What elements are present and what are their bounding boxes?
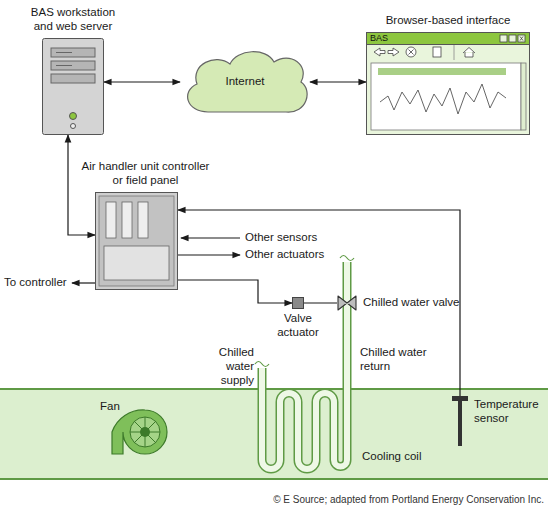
fan-symbol-part xyxy=(130,417,160,447)
part-label: Fan xyxy=(100,400,120,414)
node-text: BAS xyxy=(370,33,388,44)
browser-window-shape-part xyxy=(367,33,530,45)
air-duct-part xyxy=(0,388,548,390)
connector-line xyxy=(104,81,180,82)
computer-tower-shape-part xyxy=(70,113,77,120)
computer-tower-shape xyxy=(42,38,104,135)
browser-window-shape-part xyxy=(463,48,475,58)
pipe-label: Chilled water return xyxy=(360,346,432,374)
node-text: BAS workstation and web server xyxy=(23,6,123,34)
chilled-water-valve-shape-part xyxy=(338,296,356,310)
cooling-coil xyxy=(255,256,354,470)
air-duct-part xyxy=(0,478,548,480)
computer-tower-shape-part xyxy=(51,61,95,70)
computer-tower-shape-part xyxy=(51,74,95,83)
computer-tower-shape-part xyxy=(71,124,76,129)
connector-line xyxy=(310,81,366,82)
internet-cloud: Internet xyxy=(180,46,310,118)
chilled-water-valve-shape xyxy=(337,295,357,311)
browser-window-shape-part xyxy=(518,35,525,42)
browser-window-shape-part xyxy=(409,50,414,55)
browser-window-shape-part xyxy=(521,63,526,130)
signal-arrows-part xyxy=(72,282,95,283)
node-text: Temperature sensor xyxy=(474,398,548,426)
controller-panel: Air handler unit controller or field pan… xyxy=(95,192,178,290)
computer-tower-shape-part xyxy=(43,39,104,135)
connector-line xyxy=(304,302,337,303)
controller-panel-shape-part xyxy=(106,202,116,238)
browser-window-shape-part xyxy=(433,47,441,57)
computer-tower: BAS workstation and web server xyxy=(42,38,104,135)
browser-window-shape-part xyxy=(371,63,521,130)
node-text: Air handler unit controller or field pan… xyxy=(78,160,213,188)
signal-label: Other actuators xyxy=(245,248,324,262)
internet-cloud-shape-part xyxy=(188,52,307,112)
controller-panel-shape-part xyxy=(99,196,174,286)
temperature-sensor-shape-part xyxy=(452,396,468,401)
node-text: Browser-based interface xyxy=(373,14,523,28)
browser-window-shape-part xyxy=(520,37,523,41)
fan-symbol xyxy=(112,410,167,454)
signal-arrows-part xyxy=(181,237,240,238)
node-text: Chilled water valve xyxy=(363,296,460,310)
cooling-coil-part xyxy=(262,262,347,469)
browser-window-shape xyxy=(366,32,530,135)
connector-line xyxy=(68,135,95,235)
browser-window-shape-part xyxy=(406,47,416,57)
browser-window-shape-part xyxy=(374,48,385,56)
fan-symbol-part xyxy=(112,410,167,454)
computer-tower-shape-part xyxy=(51,48,95,57)
controller-panel-shape-part xyxy=(96,193,178,290)
valve-actuator-shape-part xyxy=(293,298,304,309)
signal-label: To controller xyxy=(4,276,67,290)
controller-panel-shape-part xyxy=(138,202,148,238)
valve-actuator: Valve actuator xyxy=(292,297,304,309)
signal-label: Other sensors xyxy=(245,231,317,245)
browser-window-shape-part xyxy=(500,35,507,42)
part-label: Cooling coil xyxy=(362,450,421,464)
browser-window-shape-part xyxy=(380,84,506,114)
browser-window: Browser-based interfaceBAS xyxy=(366,32,530,135)
controller-panel-shape-part xyxy=(104,246,169,280)
node-text: Valve actuator xyxy=(270,312,326,340)
browser-window-shape-part xyxy=(378,68,506,75)
temperature-sensor-shape xyxy=(452,396,468,446)
temperature-sensor: Temperature sensor xyxy=(452,396,468,446)
browser-window-shape-part xyxy=(454,45,455,60)
caption: © E Source; adapted from Portland Energy… xyxy=(273,494,544,506)
connector-line xyxy=(178,280,292,303)
browser-window-shape-part xyxy=(509,35,516,42)
browser-window-shape-part xyxy=(388,48,399,56)
temperature-sensor-shape-part xyxy=(458,401,462,446)
signal-arrows-part xyxy=(178,254,240,255)
pipe-label: Chilled water supply xyxy=(204,346,254,387)
cooling-coil-part xyxy=(262,262,347,469)
controller-panel-shape-part xyxy=(122,202,132,238)
cooling-coil-part xyxy=(255,362,269,367)
browser-window-shape-part xyxy=(367,33,530,135)
fan-symbol-part xyxy=(130,417,160,447)
node-text: Internet xyxy=(226,75,265,89)
computer-tower-shape-part xyxy=(56,52,72,53)
connector-line xyxy=(178,210,460,396)
valve-actuator-shape xyxy=(292,297,304,309)
chilled-water-valve: Chilled water valve xyxy=(337,295,357,311)
controller-panel-shape xyxy=(95,192,178,290)
computer-tower-shape-part xyxy=(56,65,72,66)
cooling-coil-part xyxy=(340,256,354,261)
